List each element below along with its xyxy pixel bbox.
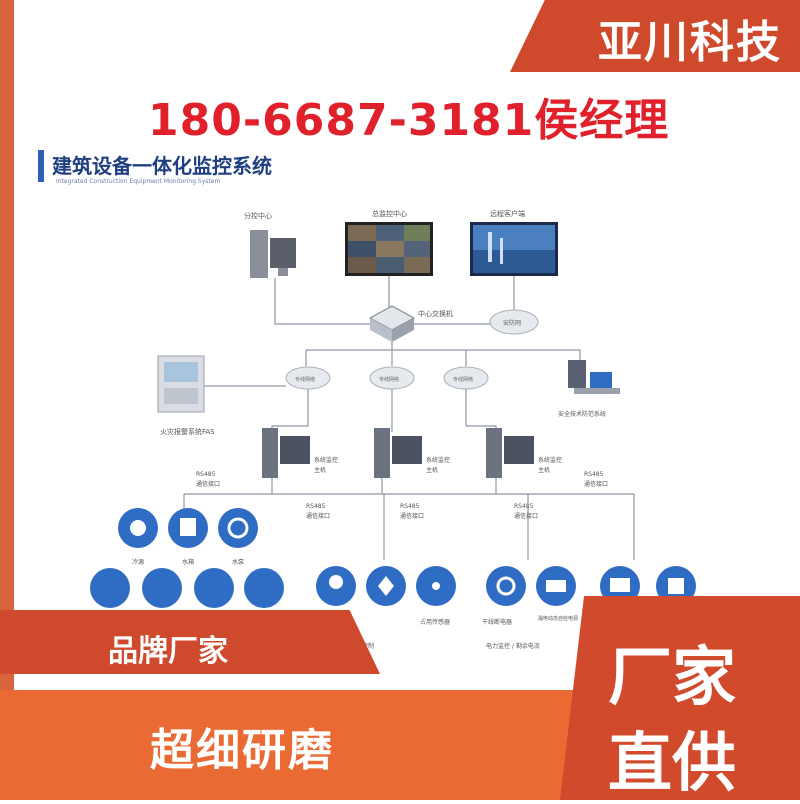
security-tech-workstation-icon	[568, 360, 620, 394]
rs485-label-2: RS485	[306, 503, 326, 510]
rs485-label-4: RS485	[514, 503, 534, 510]
host-label-1b: 主机	[314, 466, 326, 474]
device-label-0: 冷源	[132, 558, 144, 566]
device-label-6: 漏电动态自检电源	[538, 615, 578, 622]
main-center-screen-icon	[345, 222, 433, 276]
rs485-label-1: RS485	[196, 471, 216, 478]
comm-port-label-5: 通信接口	[584, 480, 608, 488]
remote-client-screen-icon	[470, 222, 558, 276]
device-icon-row-1	[118, 508, 258, 548]
dedicated-net-label-1: 专线网络	[295, 376, 315, 383]
ultra-fine-text: 超细研磨	[150, 725, 334, 776]
brand-name: 亚川科技	[598, 17, 782, 68]
rs485-label-5: RS485	[584, 471, 604, 478]
contact-phone: 180-6687-3181侯经理	[148, 95, 670, 146]
diagram-title: 建筑设备一体化监控系统	[52, 154, 272, 178]
device-label-2: 水泵	[232, 558, 244, 566]
brand-factory-text: 品牌厂家	[108, 634, 228, 669]
brand-factory-banner: 品牌厂家	[0, 610, 380, 674]
comm-port-label-1: 通信接口	[196, 480, 220, 488]
comm-port-label-3: 通信接口	[400, 512, 424, 520]
comm-port-label-2: 通信接口	[306, 512, 330, 520]
branch-center-label: 分控中心	[244, 211, 272, 220]
factory-direct-line-2: 直供	[608, 727, 736, 801]
core-switch-icon	[368, 305, 416, 342]
left-frame-stripe	[0, 0, 14, 800]
brand-tag: 亚川科技	[510, 0, 800, 72]
monitoring-host-icon	[262, 428, 534, 478]
host-label-2a: 系统监控	[426, 456, 450, 464]
dedicated-net-label-2: 专线网络	[379, 376, 399, 383]
remote-client-label: 远程客户端	[490, 209, 525, 218]
branch-center-computer-icon	[250, 230, 296, 278]
fire-alarm-label: 火灾报警系统FAS	[160, 427, 215, 436]
dedicated-net-cloud-icon	[285, 366, 489, 390]
title-accent-bar	[38, 150, 44, 182]
comm-port-label-4: 通信接口	[514, 512, 538, 520]
diagram-subtitle: Integrated Construction Equipment Monito…	[56, 178, 221, 185]
security-tech-label: 安全技术防范系统	[558, 410, 606, 418]
security-net-cloud-icon	[489, 309, 539, 335]
factory-direct-line-1: 厂家	[608, 641, 736, 715]
device-label-5: 干线断电器	[482, 618, 512, 626]
fire-alarm-console-icon	[157, 355, 205, 413]
ultra-fine-banner: 超细研磨	[0, 690, 600, 800]
dedicated-net-label-3: 专线网络	[453, 376, 473, 383]
host-label-3b: 主机	[538, 466, 550, 474]
factory-direct-banner: 厂家 直供	[560, 596, 800, 800]
host-label-3a: 系统监控	[538, 456, 562, 464]
device-label-4: 占用传感器	[420, 618, 450, 626]
device-label-1: 水箱	[182, 558, 194, 566]
security-net-label: 安防网	[503, 319, 521, 327]
host-label-2b: 主机	[426, 466, 438, 474]
rs485-label-3: RS485	[400, 503, 420, 510]
core-switch-label: 中心交换机	[418, 309, 453, 318]
group-label-power: 电力监控 / 剩余电流	[486, 642, 540, 650]
device-icon-row-2	[90, 566, 696, 608]
host-label-1a: 系统监控	[314, 456, 338, 464]
main-center-label: 总监控中心	[372, 209, 407, 218]
